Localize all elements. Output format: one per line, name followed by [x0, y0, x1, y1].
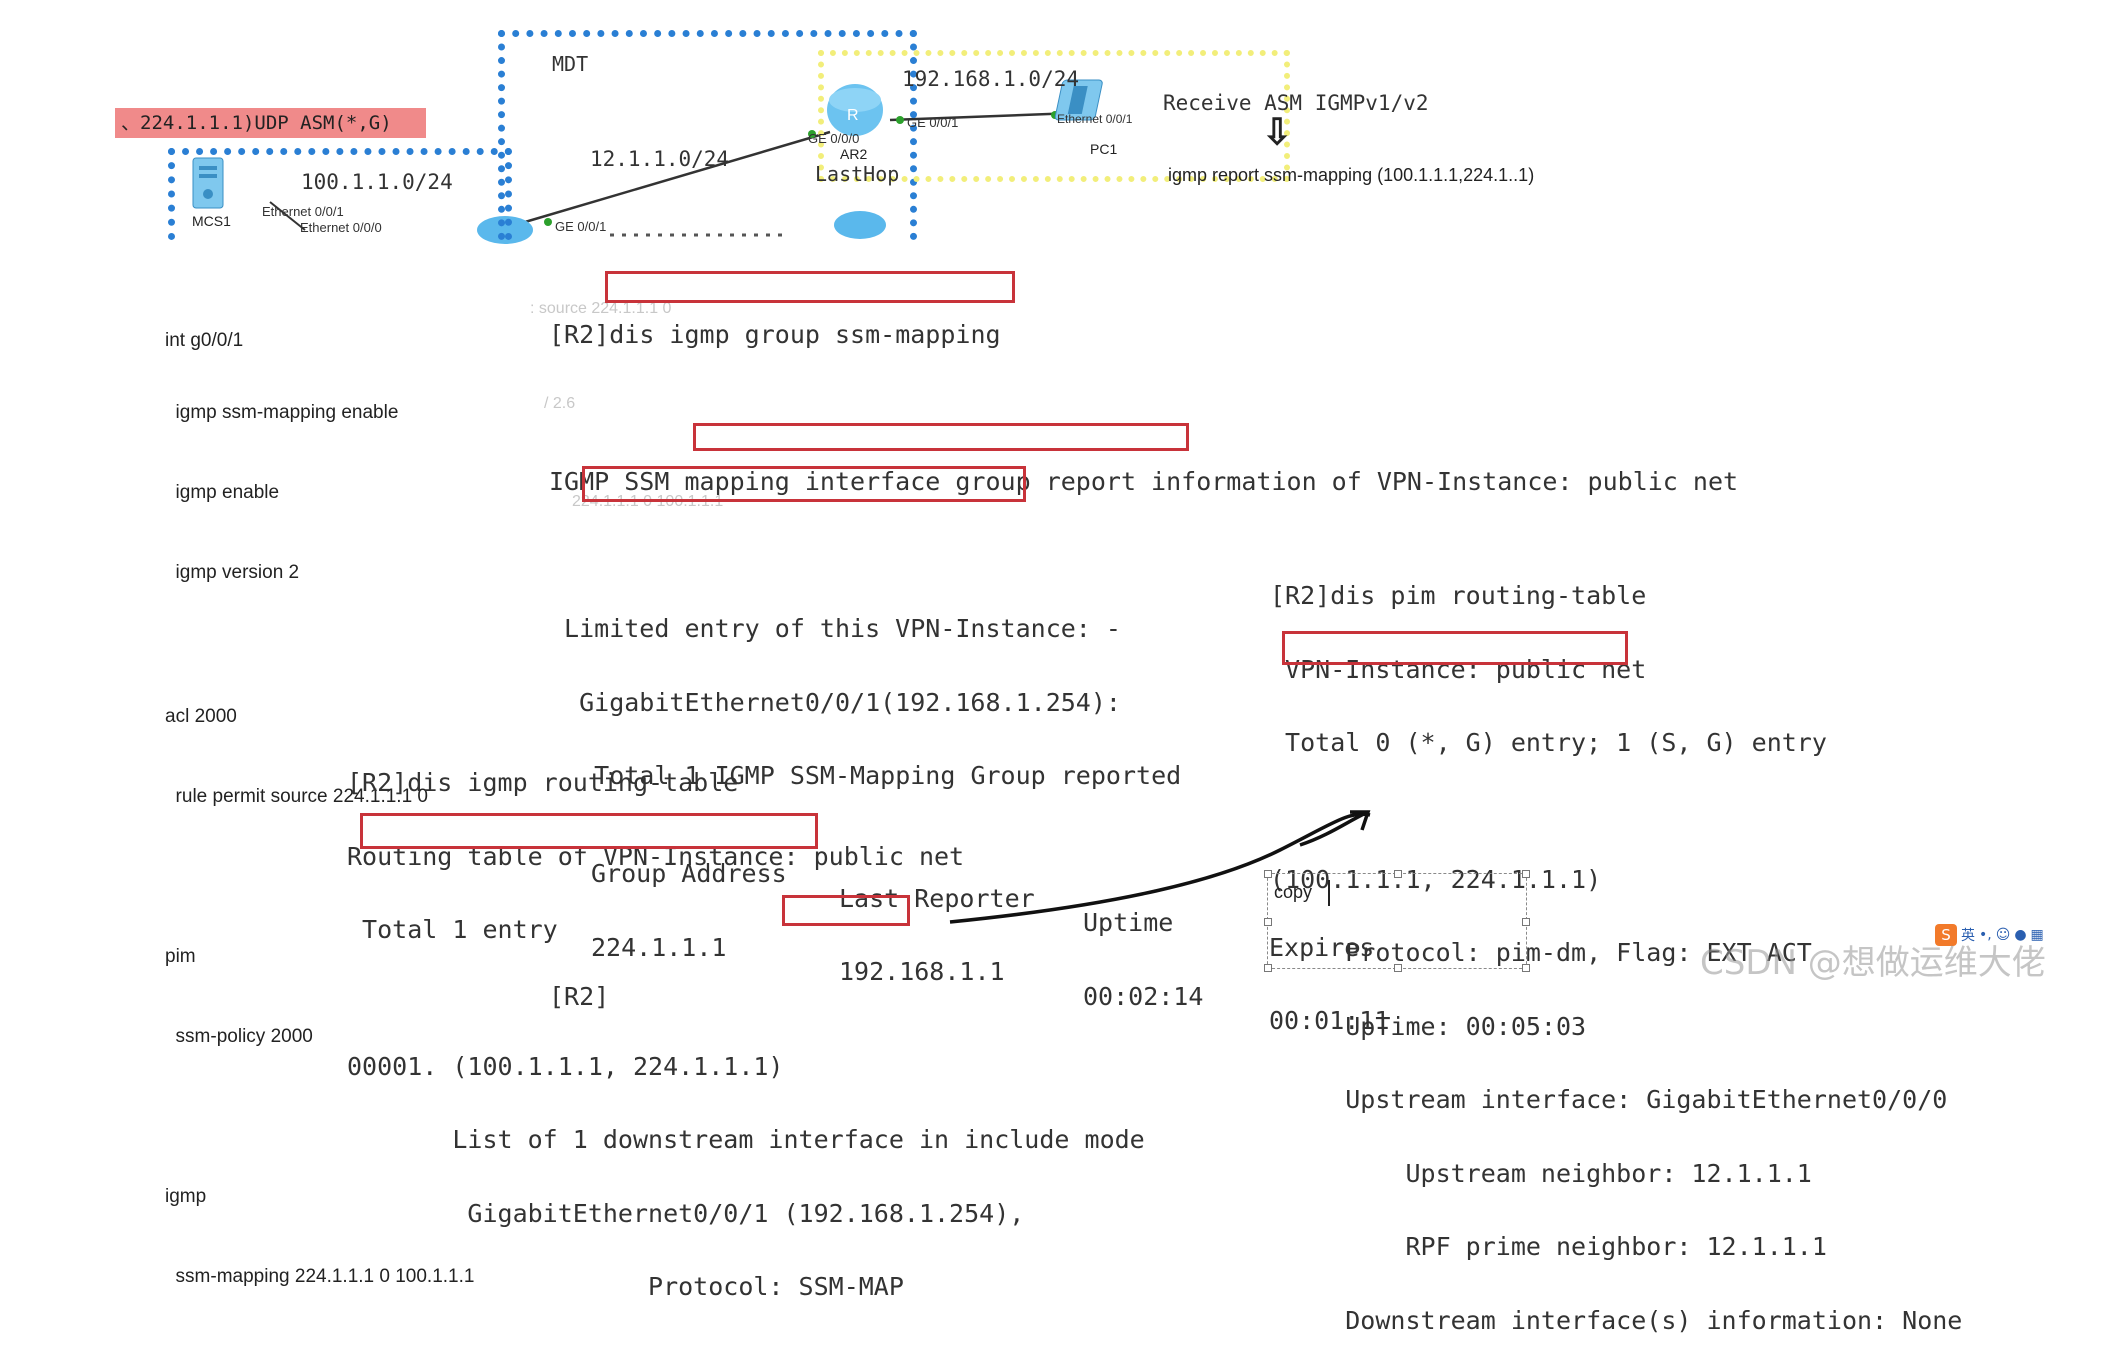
ime-mic-icon[interactable]: ● [2014, 927, 2027, 943]
resize-handle[interactable] [1394, 964, 1402, 972]
ar2-label: AR2 [840, 146, 868, 162]
curved-arrow [949, 812, 1371, 924]
pc1-port-label: Ethernet 0/0/1 [1057, 112, 1133, 126]
highlight-box [1282, 631, 1628, 665]
resize-handle[interactable] [1522, 918, 1530, 926]
r1-port-label: GE 0/0/1 [555, 219, 607, 234]
sg-entry: (100.1.1.1, 224.1.1.1) [1270, 864, 1602, 894]
watermark: CSDN @想做运维大佬 [1700, 943, 2046, 983]
pc-icon [1054, 79, 1103, 121]
resize-handle[interactable] [1264, 870, 1272, 878]
highlight-box [605, 271, 1015, 303]
config-line: pim [165, 946, 196, 967]
config-line: igmp enable [165, 482, 280, 503]
header-line: IGMP SSM mapping interface group report … [549, 467, 1739, 496]
config-line: int g0/0/1 [165, 330, 244, 351]
banner: 、224.1.1.1)UDP ASM(*,G) [115, 108, 426, 138]
network-label-100: 100.1.1.0/24 [301, 170, 453, 194]
ime-keyboard-icon[interactable]: ▦ [2030, 927, 2044, 943]
ghost-text: : source 224.1.1.1 0 [530, 300, 672, 317]
highlight-box [693, 423, 1189, 451]
link-r1-ar2 [524, 130, 831, 224]
receiver-boundary [818, 50, 1290, 182]
command: dis igmp group ssm-mapping [609, 320, 1001, 349]
resize-handle[interactable] [1264, 964, 1272, 972]
text-box-content: copy [1274, 882, 1313, 902]
igmp-report-label: igmp report ssm-mapping (100.1.1.1,224.1… [1168, 165, 1535, 185]
highlight-box [360, 813, 818, 849]
mcs-boundary [168, 148, 512, 240]
mcs1-label: MCS1 [192, 213, 231, 229]
topology-diagram: R [192, 79, 1371, 924]
config-line: igmp ssm-mapping enable [165, 402, 399, 423]
config-line: rule permit source 224.1.1.1 0 [165, 786, 428, 807]
resize-handle[interactable] [1394, 870, 1402, 878]
ime-logo-icon[interactable]: S [1935, 924, 1957, 946]
network-label-192: 192.168.1.0/24 [902, 67, 1080, 91]
text-cursor [1328, 880, 1330, 906]
network-label-12: 12.1.1.0/24 [590, 147, 730, 171]
group-address: 224.1.1.1 [591, 932, 727, 962]
ime-emoji-icon[interactable]: ☺ [1995, 927, 2011, 943]
highlight-box [782, 895, 910, 926]
highlight-box [582, 466, 1026, 502]
arrow-head [1350, 810, 1371, 831]
down-arrow-icon: ⇩ [1262, 111, 1293, 152]
interface-line: GigabitEthernet0/0/1(192.168.1.254): [549, 687, 1121, 717]
terminal-igmp-group: [R2]dis igmp group ssm-mapping IGMP SSM … [549, 320, 1739, 1035]
ime-punct-icon[interactable]: •, [1979, 927, 1992, 943]
text-box[interactable]: copy [1264, 870, 1530, 972]
ar2-port-right-label: GE 0/0/1 [907, 115, 959, 130]
col-uptime: Uptime [1083, 908, 1174, 937]
col-expires: Expires [1269, 932, 1375, 962]
router-icon: R [827, 84, 883, 136]
router-icon [834, 211, 886, 239]
last-reporter: 192.168.1.1 [839, 957, 1005, 986]
protocol-boxed: SSM-MAP [798, 1272, 904, 1301]
lasthop-label: LastHop [815, 162, 900, 186]
ime-mode-icon[interactable]: 英 [1961, 928, 1975, 944]
total-boxed: IGMP SSM-Mapping Group reported [714, 761, 1182, 790]
receive-label: Receive ASM IGMPv1/v2 [1163, 91, 1429, 115]
config-line: igmp version 2 [165, 562, 300, 583]
resize-handle[interactable] [1522, 870, 1530, 878]
ime-toolbar[interactable]: S 英 •, ☺ ● ▦ [1935, 922, 2107, 948]
col-group-address: Group Address [591, 859, 787, 888]
link-ar2-pc1 [889, 111, 1076, 122]
mdt-label: MDT [552, 52, 589, 76]
ghost-text: / 2.6 [544, 395, 576, 412]
svg-text:R: R [847, 107, 859, 124]
server-icon [192, 157, 224, 209]
link-mcs1-r1 [269, 201, 306, 231]
resize-handle[interactable] [1264, 918, 1272, 926]
mcs1-port2-label: Ethernet 0/0/0 [300, 220, 382, 235]
mdt-boundary [498, 30, 917, 240]
mcs1-port1-label: Ethernet 0/0/1 [262, 204, 344, 219]
prompt: [R2] [549, 320, 610, 349]
config-line: acl 2000 [165, 706, 237, 727]
resize-handle[interactable] [1522, 964, 1530, 972]
limited-line: Limited entry of this VPN-Instance: - [549, 614, 1121, 643]
pc1-label: PC1 [1090, 141, 1118, 157]
routing-entry: 00001. (100.1.1.1, 224.1.1.1) [347, 1051, 784, 1081]
ar2-port-left-label: GE 0/0/0 [808, 131, 860, 146]
col-last-reporter: Last Reporter [839, 883, 1035, 913]
config-line [165, 649, 474, 657]
